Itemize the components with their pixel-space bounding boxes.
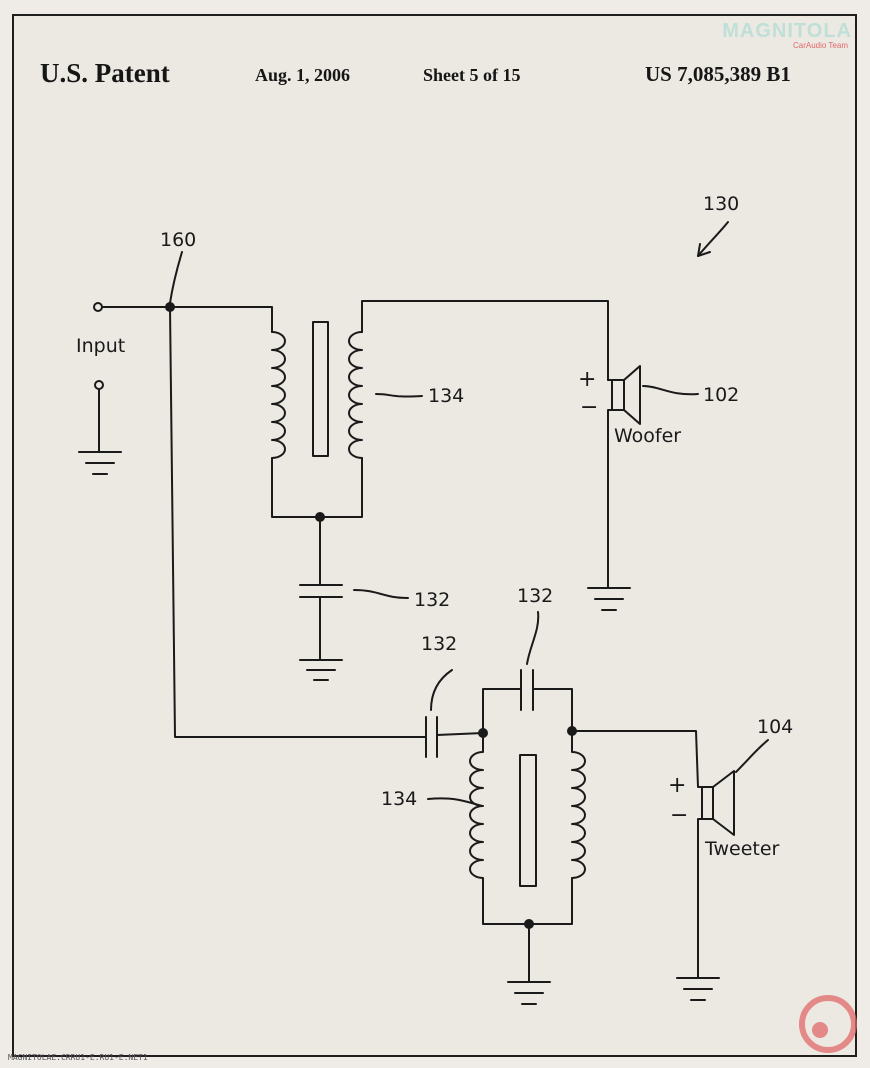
label-132-parallel: 132: [517, 585, 553, 607]
input-terminal-top: [93, 302, 171, 312]
tweeter-label: Tweeter: [704, 838, 780, 860]
patent-date: Aug. 1, 2006: [255, 65, 351, 85]
parallel-capacitor: [482, 669, 573, 734]
top-inductor: [271, 300, 609, 518]
label-134-top: 134: [428, 385, 464, 407]
tweeter-plus: +: [668, 773, 686, 798]
label-104: 104: [757, 716, 793, 738]
tweeter-minus: −: [670, 803, 688, 828]
sheet-number: Sheet 5 of 15: [423, 65, 521, 85]
leader-160: [169, 251, 183, 304]
wire-to-top-inductor: [169, 306, 273, 321]
leader-134-top: [375, 393, 423, 398]
label-132-series: 132: [421, 633, 457, 655]
leader-132-series: [430, 669, 453, 711]
input-label: Input: [76, 335, 125, 357]
label-160: 160: [160, 229, 196, 251]
label-132-woofer: 132: [414, 589, 450, 611]
leader-134-bottom: [427, 797, 483, 807]
node-left-tweeter: [478, 728, 488, 738]
label-130: 130: [703, 193, 739, 215]
bottom-inductor: [469, 730, 586, 1005]
woofer-minus: −: [580, 395, 598, 420]
watermark-brand: MAGNITOLA: [722, 20, 852, 42]
arrow-130: [697, 221, 729, 257]
leader-132-parallel: [526, 611, 540, 665]
watermark-logo: [799, 995, 857, 1053]
woofer-capacitor: [299, 516, 343, 681]
wire-input-to-tweeter-branch: [169, 306, 421, 738]
leader-104: [735, 739, 769, 773]
label-102: 102: [703, 384, 739, 406]
patent-number: US 7,085,389 B1: [645, 62, 791, 86]
patent-sheet: [12, 14, 857, 1057]
patent-office-title: U.S. Patent: [40, 58, 170, 88]
series-capacitor: [419, 716, 484, 758]
tweeter-speaker: [571, 730, 735, 1001]
leader-132-woofer: [353, 589, 409, 599]
label-134-bottom: 134: [381, 788, 417, 810]
watermark-footer: MAGNITOLAE.CRRU1-E.RU1-E.NET1: [8, 1053, 148, 1062]
woofer-speaker: [587, 365, 641, 611]
input-terminal-ground: [78, 380, 122, 475]
node-bottom-inductor: [524, 919, 534, 929]
watermark-subtitle: CarAudio Team: [793, 41, 848, 50]
woofer-plus: +: [578, 367, 596, 392]
woofer-label: Woofer: [614, 425, 681, 447]
leader-102: [642, 385, 699, 396]
